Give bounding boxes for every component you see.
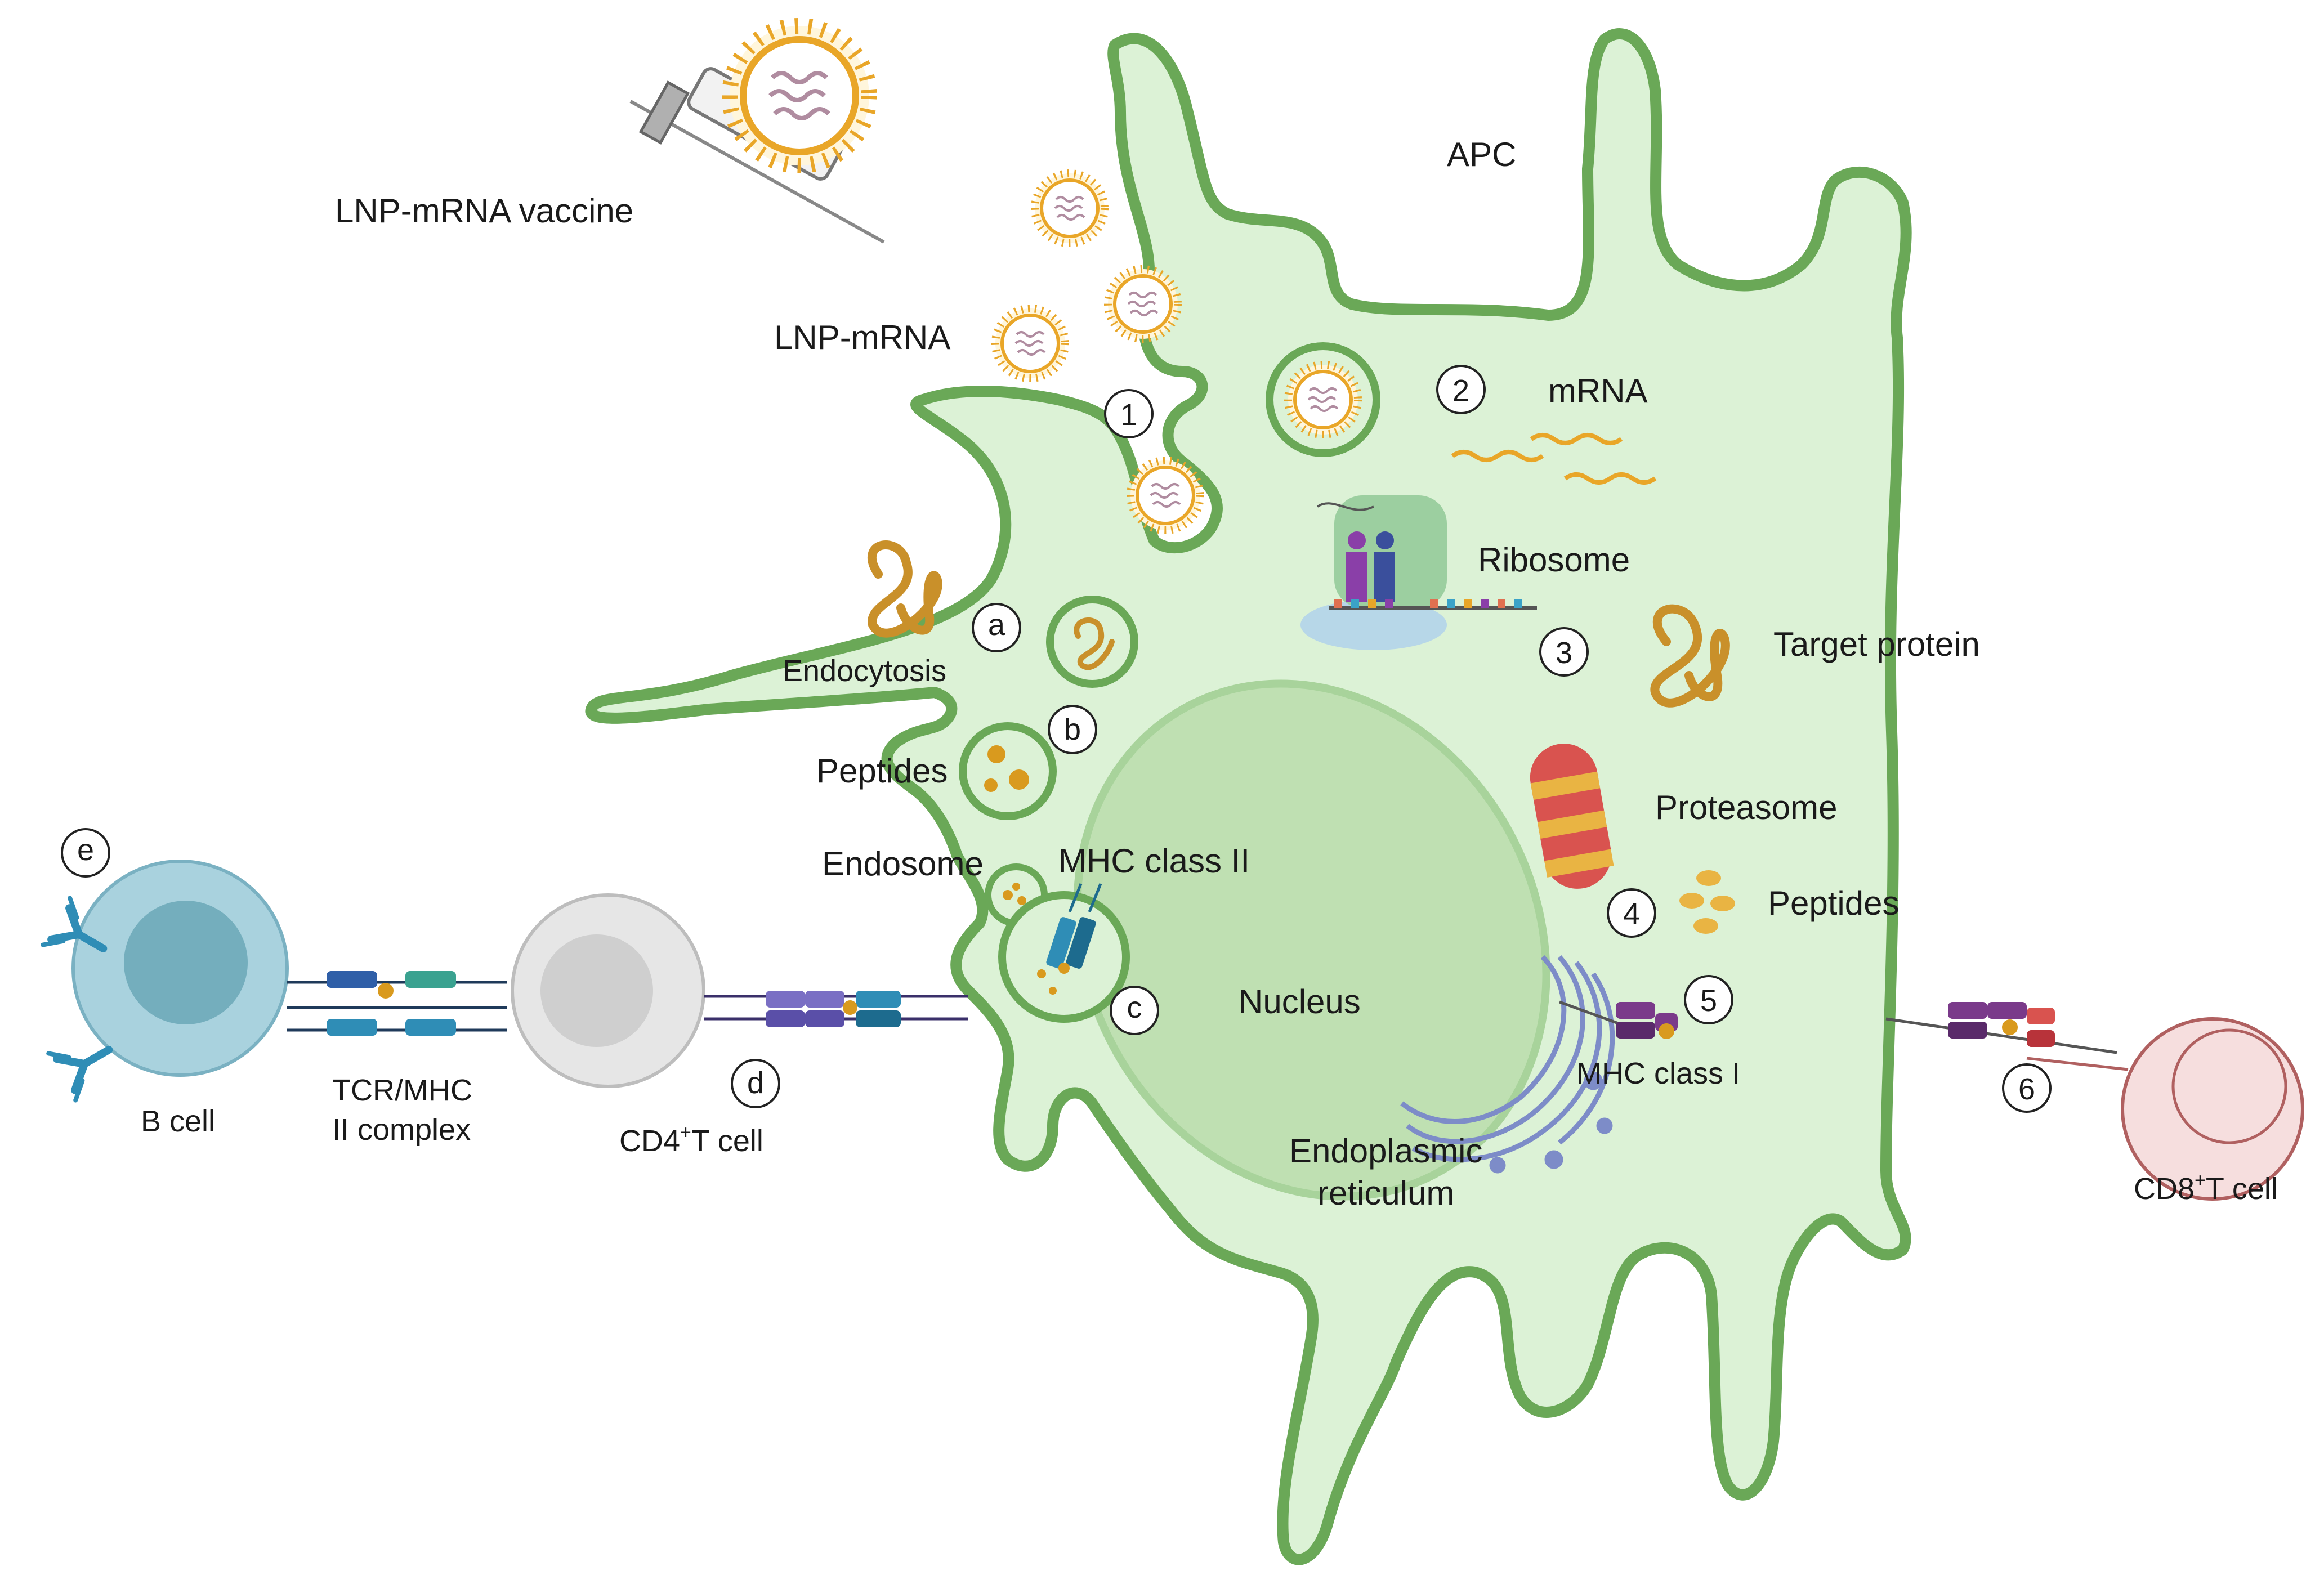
label-ribosome: Ribosome (1478, 541, 1630, 579)
label-er-line1: Endoplasmic (1289, 1132, 1483, 1170)
nucleus (1073, 679, 1550, 1201)
label-lnp-mrna-vaccine: LNP-mRNA vaccine (335, 192, 633, 230)
step-marker-1: 1 (1104, 389, 1154, 438)
label-peptides-right: Peptides (1768, 884, 1900, 922)
label-mrna: mRNA (1548, 372, 1648, 410)
mhc-class-i-icon (1559, 1000, 1678, 1039)
peptide-vesicle (959, 722, 1057, 820)
cd8-t-cell (2121, 1017, 2304, 1201)
svg-text:6: 6 (2018, 1072, 2035, 1106)
label-cd8-t-cell: CD8+T cell (2134, 1170, 2278, 1206)
label-er-line2: reticulum (1317, 1174, 1454, 1212)
lnp-particle (1108, 269, 1178, 339)
svg-text:e: e (77, 833, 94, 867)
label-mhc-class-i: MHC class I (1576, 1057, 1740, 1090)
endocytosis-protein-icon (867, 540, 942, 638)
mrna-strands (1451, 433, 1657, 485)
label-target-protein: Target protein (1773, 625, 1980, 663)
label-b-cell: B cell (141, 1104, 215, 1138)
label-peptides-left: Peptides (816, 752, 948, 790)
step-marker-e: e (61, 828, 110, 878)
label-cd4-t-cell: CD4+T cell (619, 1122, 763, 1158)
step-marker-b: b (1048, 705, 1097, 754)
label-nucleus: Nucleus (1239, 983, 1361, 1021)
endocytosis-vesicle (1046, 596, 1138, 688)
lnp-vaccine-particle (730, 26, 869, 165)
svg-text:1: 1 (1120, 398, 1137, 432)
step-marker-2: 2 (1436, 365, 1486, 414)
svg-text:d: d (747, 1066, 764, 1100)
lnp-particle (1288, 365, 1358, 435)
label-proteasome: Proteasome (1655, 789, 1838, 826)
target-protein-icon (1650, 604, 1730, 708)
tcr-mhc-ii-complex (287, 971, 507, 1036)
label-apc: APC (1447, 136, 1516, 173)
svg-text:b: b (1064, 713, 1081, 746)
step-marker-d: d (731, 1059, 780, 1108)
svg-text:c: c (1127, 991, 1142, 1024)
label-lnp-mrna: LNP-mRNA (774, 319, 950, 356)
ribosome-icon (1300, 495, 1537, 650)
peptides-left-dots (984, 745, 1029, 792)
lnp-particle (1035, 173, 1105, 243)
step-marker-3: 3 (1539, 627, 1589, 677)
svg-text:3: 3 (1556, 636, 1572, 670)
step-marker-c: c (1110, 986, 1159, 1035)
step-marker-a: a (972, 603, 1021, 652)
step-marker-4: 4 (1607, 888, 1656, 938)
b-cell (71, 860, 289, 1077)
mhc-class-ii-icon (1046, 883, 1102, 974)
label-tcr-line2: II complex (332, 1113, 471, 1147)
label-mhc-class-ii: MHC class II (1058, 842, 1250, 880)
label-endocytosis: Endocytosis (783, 654, 946, 688)
lnp-particle (995, 308, 1065, 378)
lnp-particle (1130, 460, 1200, 530)
svg-text:a: a (988, 608, 1005, 642)
label-tcr-line1: TCR/MHC (332, 1073, 472, 1107)
proteasome-icon (1530, 744, 1614, 889)
mhc-i-tcr-complex (1885, 1002, 2129, 1071)
step-marker-5: 5 (1684, 975, 1733, 1024)
label-endosome: Endosome (822, 845, 984, 883)
cd4-t-cell (511, 893, 705, 1088)
cd4-mhc-ii-complex (704, 991, 968, 1027)
step-marker-6: 6 (2002, 1063, 2052, 1113)
endoplasmic-reticulum (1400, 955, 1615, 1174)
svg-text:4: 4 (1623, 897, 1640, 931)
svg-text:5: 5 (1700, 984, 1717, 1018)
svg-text:2: 2 (1452, 374, 1469, 408)
peptides-right-dots (1679, 870, 1735, 934)
